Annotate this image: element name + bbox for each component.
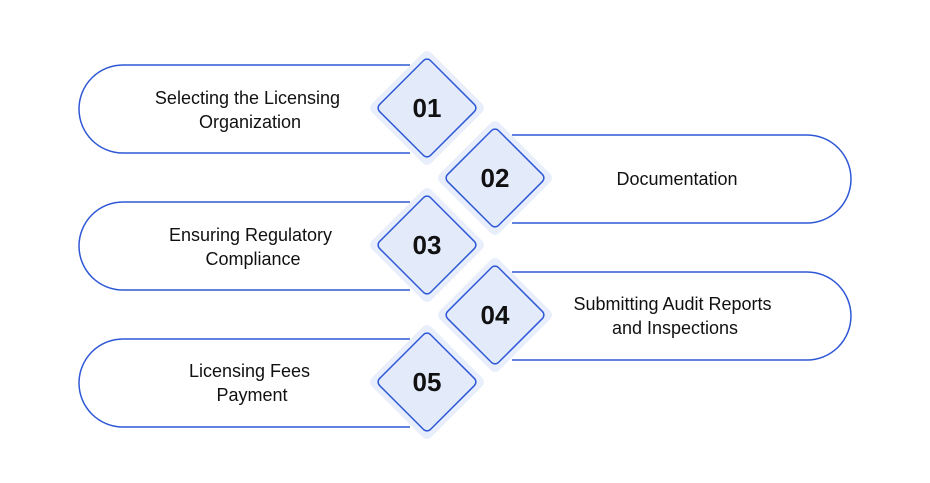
step-05-number: 05 [413,367,442,397]
step-05-badge-diamond [377,332,477,432]
step-03: Ensuring Regulatory Compliance [78,201,410,291]
step-05: Licensing Fees Payment [78,338,410,428]
step-01-badge: 01 [370,51,484,165]
step-05-badge: 05 [370,325,484,439]
step-02-badge: 02 [438,121,552,235]
step-04-badge-diamond [445,265,545,365]
step-01: Selecting the Licensing Organization [78,64,410,154]
svg-text:Ensuring Regulatory Comp: Ensuring Regulatory Compliance [169,225,337,269]
step-05-label-line-2: Payment [216,385,287,405]
svg-text:Documentation: Documentation [616,169,737,189]
step-03-badge: 03 [370,188,484,302]
step-01-number: 01 [413,93,442,123]
step-02-number: 02 [481,163,510,193]
step-03-label-line-2: Compliance [205,249,300,269]
step-04-label-line-2: and Inspections [612,318,738,338]
svg-text:Selecting the Licensing: Selecting the Licensing Organization [155,88,345,132]
step-02: Documentation [512,134,852,224]
step-04-pill [512,271,852,361]
step-04: Submitting Audit Reports and Inspections [512,271,852,361]
step-01-label-line-2: Organization [199,112,301,132]
step-05-pill [78,338,410,428]
step-05-label-line-1: Licensing Fees [189,361,310,381]
step-01-pill [78,64,410,154]
svg-text:Licensing Fees Payment: Licensing Fees Payment [189,361,315,405]
svg-text:Submitting Audit Reports: Submitting Audit Reports and Inspections [573,294,776,338]
step-02-label-line-1: Documentation [616,169,737,189]
step-03-pill [78,201,410,291]
step-04-badge: 04 [438,258,552,372]
step-04-number: 04 [481,300,510,330]
step-01-badge-diamond [377,58,477,158]
step-03-label-line-1: Ensuring Regulatory [169,225,332,245]
step-04-label-line-1: Submitting Audit Reports [573,294,771,314]
step-02-pill [512,134,852,224]
step-01-label-line-1: Selecting the Licensing [155,88,340,108]
step-03-badge-diamond [377,195,477,295]
step-02-badge-diamond [445,128,545,228]
step-03-number: 03 [413,230,442,260]
